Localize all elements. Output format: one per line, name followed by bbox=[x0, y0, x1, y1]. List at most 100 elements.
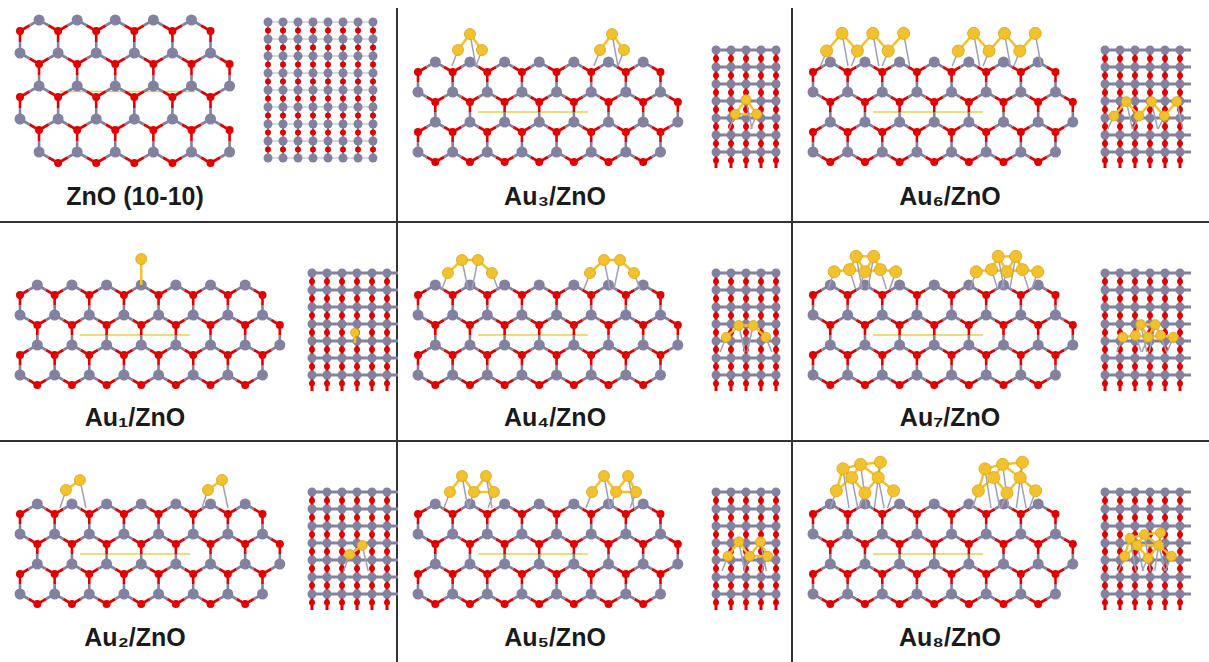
atoms bbox=[15, 280, 286, 390]
zn-atom bbox=[727, 354, 736, 363]
o-atom bbox=[713, 124, 719, 130]
o-atom bbox=[713, 296, 719, 302]
o-atom bbox=[639, 98, 647, 106]
zn-atom bbox=[672, 117, 683, 128]
o-atom bbox=[743, 56, 749, 62]
zn-atom bbox=[1033, 117, 1044, 128]
zn-atom bbox=[118, 370, 129, 381]
zn-atom bbox=[368, 320, 377, 329]
o-atom bbox=[965, 321, 973, 329]
o-atom bbox=[384, 296, 390, 302]
o-atom bbox=[339, 381, 345, 387]
zn-atom bbox=[91, 48, 102, 59]
zn-atom bbox=[264, 52, 273, 61]
zn-atom bbox=[1033, 57, 1044, 68]
zn-atom bbox=[323, 303, 332, 312]
o-atom bbox=[325, 96, 331, 102]
o-atom bbox=[16, 351, 24, 359]
structure-panel bbox=[808, 250, 1192, 391]
o-atom bbox=[370, 79, 376, 85]
zn-atom bbox=[129, 114, 140, 125]
zn-atom bbox=[1050, 147, 1061, 158]
o-atom bbox=[826, 381, 834, 389]
zn-atom bbox=[264, 103, 273, 112]
o-atom bbox=[674, 98, 682, 106]
o-atom bbox=[743, 158, 749, 164]
zn-atom bbox=[15, 370, 26, 381]
o-atom bbox=[1102, 56, 1108, 62]
zn-atom bbox=[339, 86, 348, 95]
o-atom bbox=[713, 141, 719, 147]
zn-atom bbox=[772, 286, 781, 295]
o-atom bbox=[339, 330, 345, 336]
zn-atom bbox=[324, 103, 333, 112]
zn-atom bbox=[963, 57, 974, 68]
o-atom bbox=[309, 347, 315, 353]
o-atom bbox=[295, 113, 301, 119]
zn-atom bbox=[323, 320, 332, 329]
zn-atom bbox=[413, 147, 424, 158]
o-atom bbox=[324, 330, 330, 336]
au-atom bbox=[752, 109, 762, 119]
divider-line bbox=[0, 440, 1209, 442]
o-atom bbox=[758, 73, 764, 79]
zn-atom bbox=[603, 117, 614, 128]
zn-atom bbox=[638, 57, 649, 68]
zn-atom bbox=[339, 154, 348, 163]
zn-atom bbox=[368, 269, 377, 278]
zn-atom bbox=[772, 97, 781, 106]
zn-atom bbox=[757, 269, 766, 278]
o-atom bbox=[930, 321, 938, 329]
zn-atom bbox=[279, 103, 288, 112]
zn-atom bbox=[294, 52, 303, 61]
o-atom bbox=[773, 56, 779, 62]
zn-atom bbox=[772, 354, 781, 363]
top-view bbox=[1101, 46, 1192, 169]
au-atom bbox=[472, 255, 483, 266]
o-atom bbox=[325, 45, 331, 51]
au-atom bbox=[1014, 45, 1026, 57]
zn-atom bbox=[464, 117, 475, 128]
o-atom bbox=[309, 330, 315, 336]
o-atom bbox=[728, 347, 734, 353]
zn-atom bbox=[353, 320, 362, 329]
zn-atom bbox=[742, 269, 751, 278]
zn-atom bbox=[148, 15, 159, 26]
au-atom bbox=[741, 95, 751, 105]
zn-atom bbox=[309, 69, 318, 78]
zn-atom bbox=[842, 147, 853, 158]
o-atom bbox=[1162, 141, 1168, 147]
o-atom bbox=[773, 381, 779, 387]
o-atom bbox=[92, 159, 100, 167]
zn-atom bbox=[482, 370, 493, 381]
zn-atom bbox=[712, 320, 721, 329]
zn-atom bbox=[294, 18, 303, 27]
zn-atom bbox=[946, 87, 957, 98]
top-view bbox=[308, 269, 399, 392]
o-atom bbox=[930, 98, 938, 106]
zn-atom bbox=[655, 87, 666, 98]
zn-atom bbox=[148, 147, 159, 158]
o-atom bbox=[340, 62, 346, 68]
o-atom bbox=[826, 321, 834, 329]
au-atom bbox=[136, 254, 147, 265]
o-atom bbox=[982, 291, 990, 299]
o-atom bbox=[773, 124, 779, 130]
zn-atom bbox=[294, 69, 303, 78]
atoms bbox=[808, 280, 1079, 390]
zn-atom bbox=[1116, 46, 1125, 55]
zn-atom bbox=[482, 310, 493, 321]
zn-atom bbox=[170, 280, 181, 291]
zn-atom bbox=[338, 320, 347, 329]
zn-atom bbox=[129, 48, 140, 59]
o-atom bbox=[449, 351, 457, 359]
o-atom bbox=[354, 279, 360, 285]
o-atom bbox=[155, 351, 163, 359]
zn-atom bbox=[772, 337, 781, 346]
zn-atom bbox=[534, 57, 545, 68]
zn-atom bbox=[742, 148, 751, 157]
o-atom bbox=[773, 158, 779, 164]
zn-atom bbox=[188, 310, 199, 321]
o-atom bbox=[309, 381, 315, 387]
zn-atom bbox=[323, 337, 332, 346]
